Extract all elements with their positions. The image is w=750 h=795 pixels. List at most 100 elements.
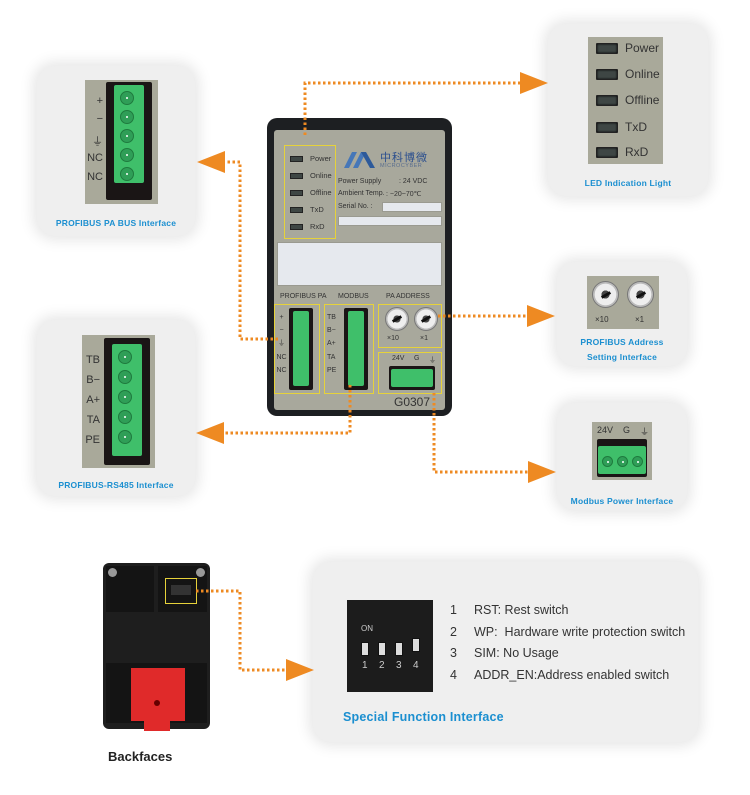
power-supply-label: Power Supply [338, 178, 382, 185]
pin-label-b-minus: B− [86, 374, 100, 386]
dip-number-4: 4 [413, 660, 419, 671]
dip-item-number: 1 [450, 603, 457, 617]
led-label: RxD [625, 145, 649, 159]
pin-label: ⏚ [428, 357, 436, 364]
led-row-rxd: RxD [596, 145, 648, 159]
power-supply-value: : 24 VDC [399, 178, 428, 185]
pin-label-pe: PE [85, 434, 100, 446]
arrow-head-power [528, 461, 556, 483]
dip-number-1: 1 [362, 660, 368, 671]
pa-terminal-block [106, 82, 152, 200]
terminal-pin [632, 456, 643, 467]
dial-x1-label: ×1 [635, 315, 645, 324]
backfaces-label: Backfaces [108, 749, 173, 764]
device-backface [103, 563, 210, 731]
label-plate [277, 242, 442, 286]
dip-item-number: 4 [450, 667, 457, 682]
pin-label: TA [327, 353, 336, 361]
dip-number-2: 2 [379, 660, 385, 671]
profibus-rs485-card: TB B− A+ TA PE PROFIBUS-RS485 Interface [37, 320, 195, 496]
led-indicator [596, 94, 618, 106]
led-label: Offline [310, 188, 332, 197]
led-label: Power [625, 41, 660, 55]
pin-label-a-plus: A+ [86, 394, 100, 406]
arrow-head-led [520, 72, 548, 94]
modbus-power-title: Modbus Power Interface [570, 496, 674, 506]
profibus-address-title-2: Setting Interface [587, 352, 657, 362]
ambient-temp-value: : −20~70℃ [386, 191, 422, 198]
device-dial-x1-label: ×1 [420, 335, 428, 342]
serial-no-label: Serial No. : [338, 203, 373, 210]
power-terminal-highlight-box [378, 352, 442, 394]
profibus-address-title-1: PROFIBUS Address [580, 337, 664, 347]
device-front: Power Online Offline TxD RxD 中科博微 MICROC… [267, 118, 452, 416]
device-led-row: TxD [290, 201, 332, 218]
device-led-row: Power [290, 150, 332, 167]
terminal-pin [120, 167, 134, 181]
led-indicator [290, 189, 303, 196]
terminal-pin [120, 91, 134, 105]
dip-item-text: SIM: No Usage [474, 646, 559, 660]
terminal-pin [617, 456, 628, 467]
dip-on-label: ON [361, 624, 373, 633]
pin-label-minus: − [96, 113, 103, 125]
arrow-head-rs485 [196, 422, 224, 444]
screw-icon [196, 568, 205, 577]
power-pin-label-g: G [622, 425, 630, 435]
led-highlight-box [284, 145, 336, 239]
ambient-temp-label: Ambient Temp. [338, 190, 385, 197]
led-label: Online [310, 171, 332, 180]
device-dial-x1 [414, 307, 438, 331]
terminal-pin [118, 350, 132, 364]
led-label: TxD [310, 205, 324, 214]
rs485-photo: TB B− A+ TA PE [82, 335, 155, 468]
screw-icon [108, 568, 117, 577]
pin-label: 24V [392, 355, 405, 362]
section-modbus: MODBUS [338, 293, 369, 300]
dip-switch-3 [395, 642, 403, 656]
pin-label: TB [327, 314, 336, 321]
pin-label: G [414, 355, 420, 362]
terminal-pin [118, 390, 132, 404]
pin-label: ⏚ [278, 340, 285, 348]
led-indicator [290, 155, 303, 162]
arrow-head-backface [286, 659, 314, 681]
terminal-pin [118, 370, 132, 384]
device-pa-terminal [289, 308, 313, 390]
led-indicator [290, 172, 303, 179]
terminal-pin [120, 148, 134, 162]
profibus-address-card: ×10 ×1 PROFIBUS Address Setting Interfac… [557, 262, 687, 366]
device-dial-x10 [385, 307, 409, 331]
led-label: Offline [625, 93, 660, 107]
led-panel-photo: Power Online Offline TxD RxD [588, 37, 663, 164]
model-number: G0307 [394, 395, 431, 409]
din-rail-clip [131, 668, 185, 721]
section-pa-address: PA ADDRESS [386, 293, 430, 300]
dip-number-3: 3 [396, 660, 402, 671]
pin-label: B− [327, 327, 336, 335]
led-indication-card: Power Online Offline TxD RxD LED Indicat… [548, 24, 708, 196]
terminal-pin [120, 129, 134, 143]
terminal-plug [293, 311, 309, 386]
dip-item-text: WP: Hardware write protection switch [474, 624, 686, 639]
clip-hole [154, 700, 160, 706]
dial-x1 [627, 281, 654, 308]
terminal-pin [602, 456, 613, 467]
device-dial-x10-label: ×10 [387, 335, 399, 342]
device-led-row: Offline [290, 184, 332, 201]
led-indicator [290, 223, 303, 230]
led-indicator [596, 121, 618, 133]
serial-no-field [382, 202, 442, 212]
power-terminal-block [597, 439, 647, 477]
profibus-pa-bus-title: PROFIBUS PA BUS Interface [55, 218, 177, 228]
microcyber-logo-icon [344, 152, 375, 168]
rs485-terminal-block [104, 338, 150, 465]
pin-label-nc: NC [87, 171, 103, 183]
serial-no-field-2 [338, 216, 442, 226]
power-pin-label-24v: 24V [597, 425, 614, 435]
led-indicator [596, 42, 618, 54]
led-label: Online [625, 67, 660, 81]
pin-label: NC [276, 366, 287, 374]
device-modbus-terminal [344, 308, 368, 390]
